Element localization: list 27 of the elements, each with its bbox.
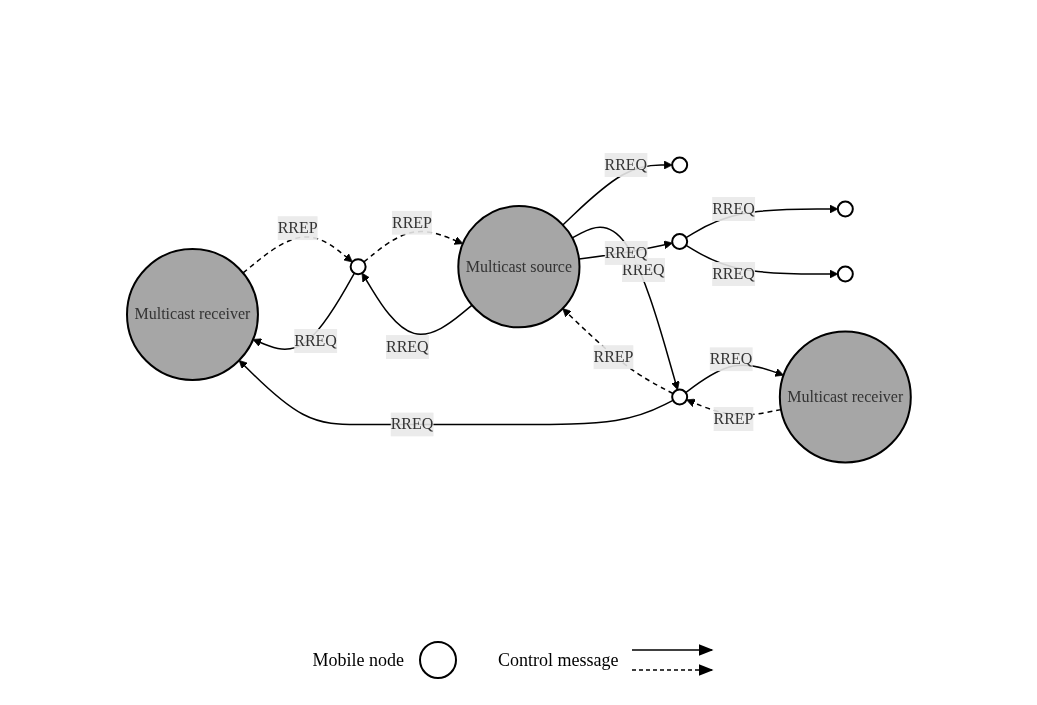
- node-circle: Multicast receiver: [778, 330, 912, 464]
- node-circle: [836, 200, 854, 218]
- edge-label: RREQ: [604, 155, 647, 173]
- node-circle: [670, 232, 688, 250]
- arrow: [238, 359, 674, 425]
- edge-label: RREP: [593, 347, 634, 365]
- node-circle: [836, 265, 854, 283]
- edge-label: RREQ: [621, 260, 665, 278]
- legend-label: Control message: [498, 649, 619, 671]
- edge-label: RREQ: [711, 264, 755, 282]
- edge-label: RREP: [713, 409, 754, 427]
- edge-label: RREQ: [711, 199, 755, 217]
- edge-label: RREQ: [709, 350, 752, 368]
- node-circle: Multicast receiver: [125, 247, 259, 381]
- node-circle: [349, 257, 367, 275]
- edge-label: RREQ: [604, 243, 647, 261]
- legend-label: Mobile node: [312, 649, 404, 671]
- edge-label: RREP: [277, 218, 318, 236]
- node-circle: [670, 388, 688, 406]
- arrow: [361, 272, 473, 335]
- arrow: [561, 307, 674, 395]
- edge-label: RREQ: [293, 331, 337, 349]
- edge-label: RREQ: [385, 337, 429, 355]
- node-circle: Multicast source: [456, 204, 581, 329]
- edge-label: RREQ: [390, 415, 433, 433]
- node-circle: [670, 156, 688, 174]
- edge-label: RREP: [391, 213, 432, 231]
